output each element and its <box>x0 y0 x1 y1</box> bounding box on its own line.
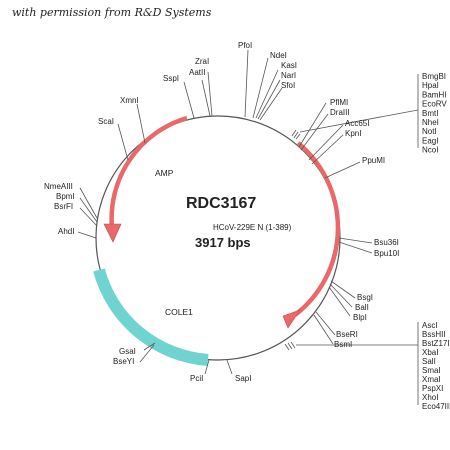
mcs-site-label: BssHII <box>422 330 446 339</box>
site-xmni: XmnI <box>120 96 139 105</box>
mcs-site-label: BmgBI <box>422 72 446 81</box>
mcs-site-label: NheI <box>422 118 439 127</box>
site-bseri: BseRI <box>336 330 358 339</box>
site-gsai: GsaI <box>119 347 136 356</box>
site-sfoi: SfoI <box>281 81 295 90</box>
cole1-feature <box>93 268 209 366</box>
site-bpu10i: Bpu10I <box>374 249 399 258</box>
plasmid-size: 3917 bps <box>195 235 251 250</box>
site-ahdi: AhdI <box>58 227 74 236</box>
mcs-site-label: SalI <box>422 357 436 366</box>
insert-arrowhead <box>282 309 301 329</box>
mcs-site-label: EcoRV <box>422 100 447 109</box>
mcs-site-label: SmaI <box>422 366 441 375</box>
mcs-site-label: XbaI <box>422 348 438 357</box>
plasmid-name: RDC3167 <box>186 195 256 212</box>
site-ndei: NdeI <box>270 51 287 60</box>
site-kpni: KpnI <box>345 129 361 138</box>
site-aatii: AatII <box>189 68 205 77</box>
insert-label: HCoV-229E N (1-389) <box>213 223 292 232</box>
site-zrai: ZraI <box>195 57 209 66</box>
mcs-bottom-list: AscIBssHIIBstZ17IXbaISalISmaIXmaIPspXIXh… <box>422 321 450 411</box>
site-pcii: PciI <box>190 374 203 383</box>
cole1-label: COLE1 <box>165 307 193 317</box>
site-ppumi: PpuMI <box>362 156 385 165</box>
mcs-site-label: XhoI <box>422 393 438 402</box>
site-blpi: BlpI <box>353 313 367 322</box>
site-pfoi: PfoI <box>238 41 252 50</box>
insert-arrow <box>293 141 341 317</box>
site-nmeaiii: NmeAIII <box>44 182 73 191</box>
site-scai: ScaI <box>98 117 114 126</box>
site-acc65i: Acc65I <box>345 119 369 128</box>
mcs-site-label: BstZ17I <box>422 339 450 348</box>
mcs-site-label: EagI <box>422 136 438 145</box>
site-bali: BalI <box>355 303 369 312</box>
mcs-connectors <box>284 74 419 405</box>
mcs-site-label: PspXI <box>422 384 443 393</box>
site-nari: NarI <box>281 71 296 80</box>
amp-label: AMP <box>155 168 174 178</box>
site-bpmi: BpmI <box>56 192 75 201</box>
site-draiii: DraIII <box>330 108 350 117</box>
copyright-caption: with permission from R&D Systems <box>12 6 212 19</box>
mcs-site-label: AscI <box>422 321 438 330</box>
site-bsgi: BsgI <box>357 293 373 302</box>
site-sapi: SapI <box>235 374 251 383</box>
mcs-site-label: BmtI <box>422 109 438 118</box>
mcs-site-label: XmaI <box>422 375 441 384</box>
mcs-site-label: NotI <box>422 127 437 136</box>
site-kasi: KasI <box>281 61 297 70</box>
mcs-site-label: Eco47III <box>422 402 450 411</box>
site-bsrfi: BsrFI <box>54 202 73 211</box>
mcs-site-label: NcoI <box>422 146 438 155</box>
site-bsmi: BsmI <box>334 340 352 349</box>
amp-arrow <box>109 115 188 229</box>
site-bseyi: BseYI <box>113 357 134 366</box>
site-pflmi: PflMI <box>330 98 348 107</box>
mcs-site-label: BamHI <box>422 90 446 99</box>
site-bsu36i: Bsu36I <box>374 238 399 247</box>
site-sspi: SspI <box>163 74 179 83</box>
mcs-site-label: HpaI <box>422 81 439 90</box>
site-ticks <box>77 49 373 375</box>
amp-arrowhead <box>103 223 122 243</box>
